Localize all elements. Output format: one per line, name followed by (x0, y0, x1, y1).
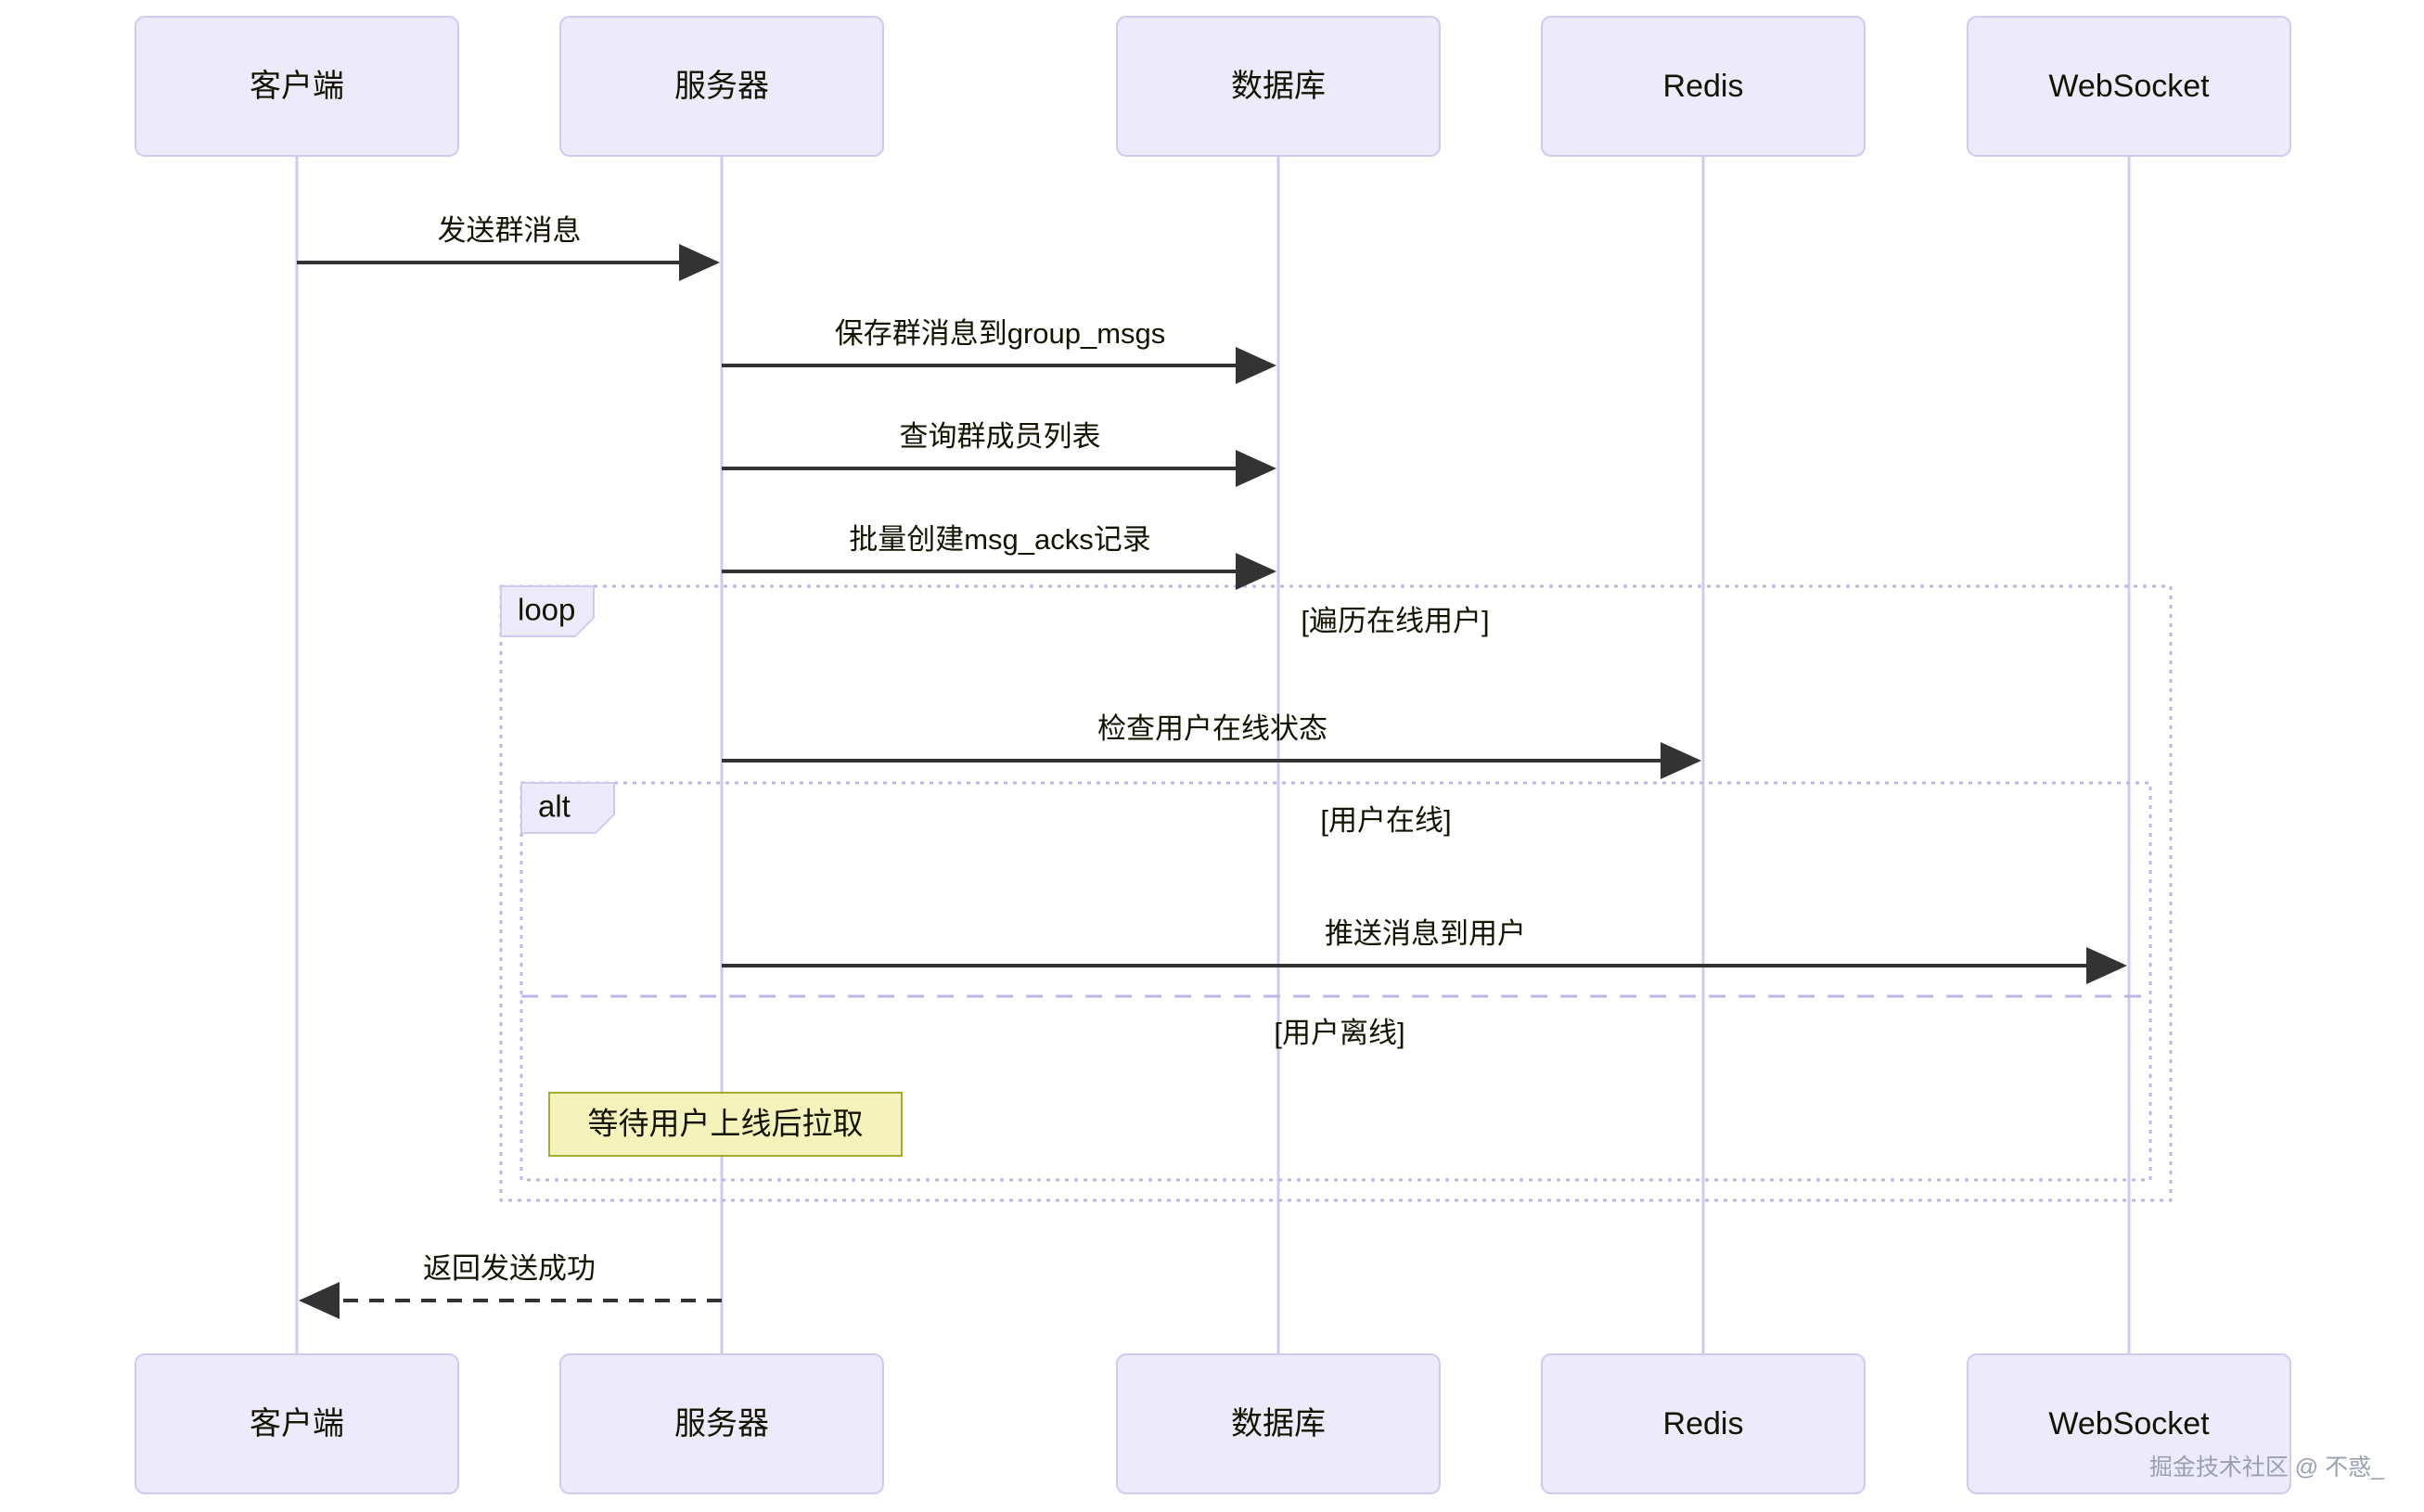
notes-layer: 等待用户上线后拉取 (548, 1092, 903, 1157)
participant-database-bottom[interactable]: 数据库 (1116, 1353, 1441, 1494)
message-label: 返回发送成功 (423, 1252, 596, 1285)
participant-box (559, 1353, 884, 1494)
message-m4: 批量创建msg_acks记录 (722, 523, 1276, 590)
note-box (548, 1092, 903, 1157)
participant-label: 数据库 (1231, 1406, 1326, 1442)
lifelines-layer (295, 156, 2131, 1354)
message-label: 检查用户在线状态 (1097, 712, 1327, 745)
participant-label: 客户端 (250, 69, 344, 104)
participant-label: 服务器 (674, 69, 769, 104)
message-m5: 检查用户在线状态 (722, 712, 1701, 779)
participant-label: WebSocket (2048, 69, 2210, 104)
participant-redis-bottom[interactable]: Redis (1541, 1353, 1866, 1494)
message-label: 发送群消息 (438, 214, 582, 247)
participant-box (559, 16, 884, 157)
message-label: 保存群消息到group_msgs (835, 317, 1166, 350)
participant-box (135, 1353, 459, 1494)
participant-label: Redis (1663, 69, 1744, 104)
participant-server-bottom[interactable]: 服务器 (559, 1353, 884, 1494)
note-text: 等待用户上线后拉取 (588, 1107, 864, 1141)
frame-tag-shape (520, 782, 615, 834)
participant-server-top[interactable]: 服务器 (559, 16, 884, 157)
participant-label: 数据库 (1231, 69, 1326, 104)
participant-websocket-bottom[interactable]: WebSocket (1967, 1353, 2291, 1494)
frame-alt: alt [用户在线] [用户离线] (519, 781, 2152, 1182)
watermark: 掘金技术社区 @ 不惑_ (2149, 1454, 2385, 1480)
message-m6: 推送消息到用户 (722, 917, 2127, 984)
frame-loop: loop [遍历在线用户] (499, 584, 2173, 1202)
participant-redis-top[interactable]: Redis (1541, 16, 1866, 157)
message-label: 批量创建msg_acks记录 (849, 523, 1151, 556)
participants-bottom-layer: 客户端 服务器 数据库 Redis WebSocket (135, 1353, 2291, 1494)
frame-outline (519, 781, 2152, 1182)
participant-box (1967, 16, 2291, 157)
participant-label: 服务器 (674, 1406, 769, 1442)
participant-box (1541, 16, 1866, 157)
participant-client-top[interactable]: 客户端 (135, 16, 459, 157)
participant-websocket-top[interactable]: WebSocket (1967, 16, 2291, 157)
message-m2: 保存群消息到group_msgs (722, 317, 1276, 384)
participant-label: 客户端 (250, 1406, 344, 1442)
note-note-offline: 等待用户上线后拉取 (548, 1092, 903, 1157)
participants-top-layer: 客户端 服务器 数据库 Redis WebSocket (135, 16, 2291, 157)
participant-box (1116, 16, 1441, 157)
frame-condition-label: [用户在线] (1320, 804, 1451, 837)
frame-outline (499, 584, 2173, 1202)
frame-else-condition-label: [用户离线] (1274, 1017, 1404, 1049)
participant-label: WebSocket (2048, 1406, 2210, 1442)
frame-condition-label: [遍历在线用户] (1301, 605, 1489, 637)
frame-tag-shape (500, 585, 595, 637)
frames-layer: loop [遍历在线用户] alt [用户在线] [用户离线] (499, 584, 2173, 1202)
message-label: 推送消息到用户 (1325, 917, 1526, 950)
message-m3: 查询群成员列表 (722, 420, 1276, 487)
participant-box (1541, 1353, 1866, 1494)
participant-client-bottom[interactable]: 客户端 (135, 1353, 459, 1494)
message-label: 查询群成员列表 (900, 420, 1101, 453)
message-m7: 返回发送成功 (299, 1252, 722, 1319)
participant-database-top[interactable]: 数据库 (1116, 16, 1441, 157)
participant-box (1116, 1353, 1441, 1494)
participant-box (135, 16, 459, 157)
frame-tag-label: alt (538, 789, 571, 824)
message-m1: 发送群消息 (297, 214, 720, 281)
participant-label: Redis (1663, 1406, 1744, 1442)
frame-tag-label: loop (518, 593, 575, 627)
participant-box (1967, 1353, 2291, 1494)
